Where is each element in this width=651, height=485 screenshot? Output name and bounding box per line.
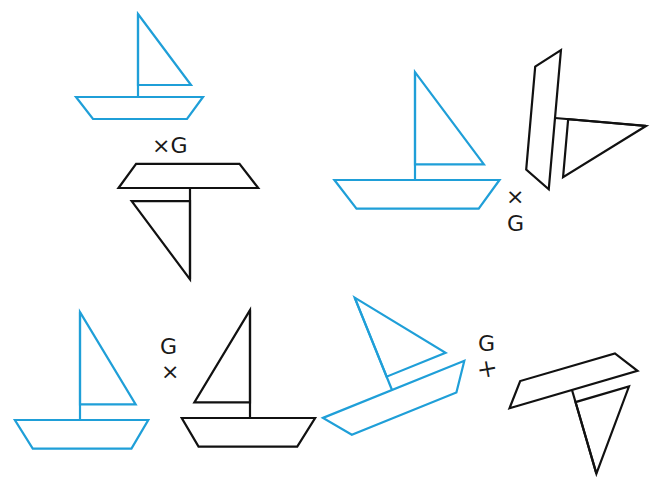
operation-label: ×G: [152, 134, 187, 158]
blue-boat: [15, 312, 148, 449]
operation-label: ×: [506, 185, 524, 209]
operation-label: ×: [473, 354, 502, 384]
blue-boat: [334, 72, 499, 209]
operation-label: ×: [161, 360, 179, 384]
black-boat: [503, 349, 651, 485]
blue-boat: [286, 268, 475, 442]
operation-label: G: [160, 335, 177, 359]
operation-label: G: [478, 332, 495, 356]
black-boat: [525, 48, 651, 197]
black-boat: [119, 164, 259, 279]
black-boat: [182, 310, 315, 447]
operation-label: G: [507, 212, 524, 236]
blue-boat: [76, 14, 203, 119]
